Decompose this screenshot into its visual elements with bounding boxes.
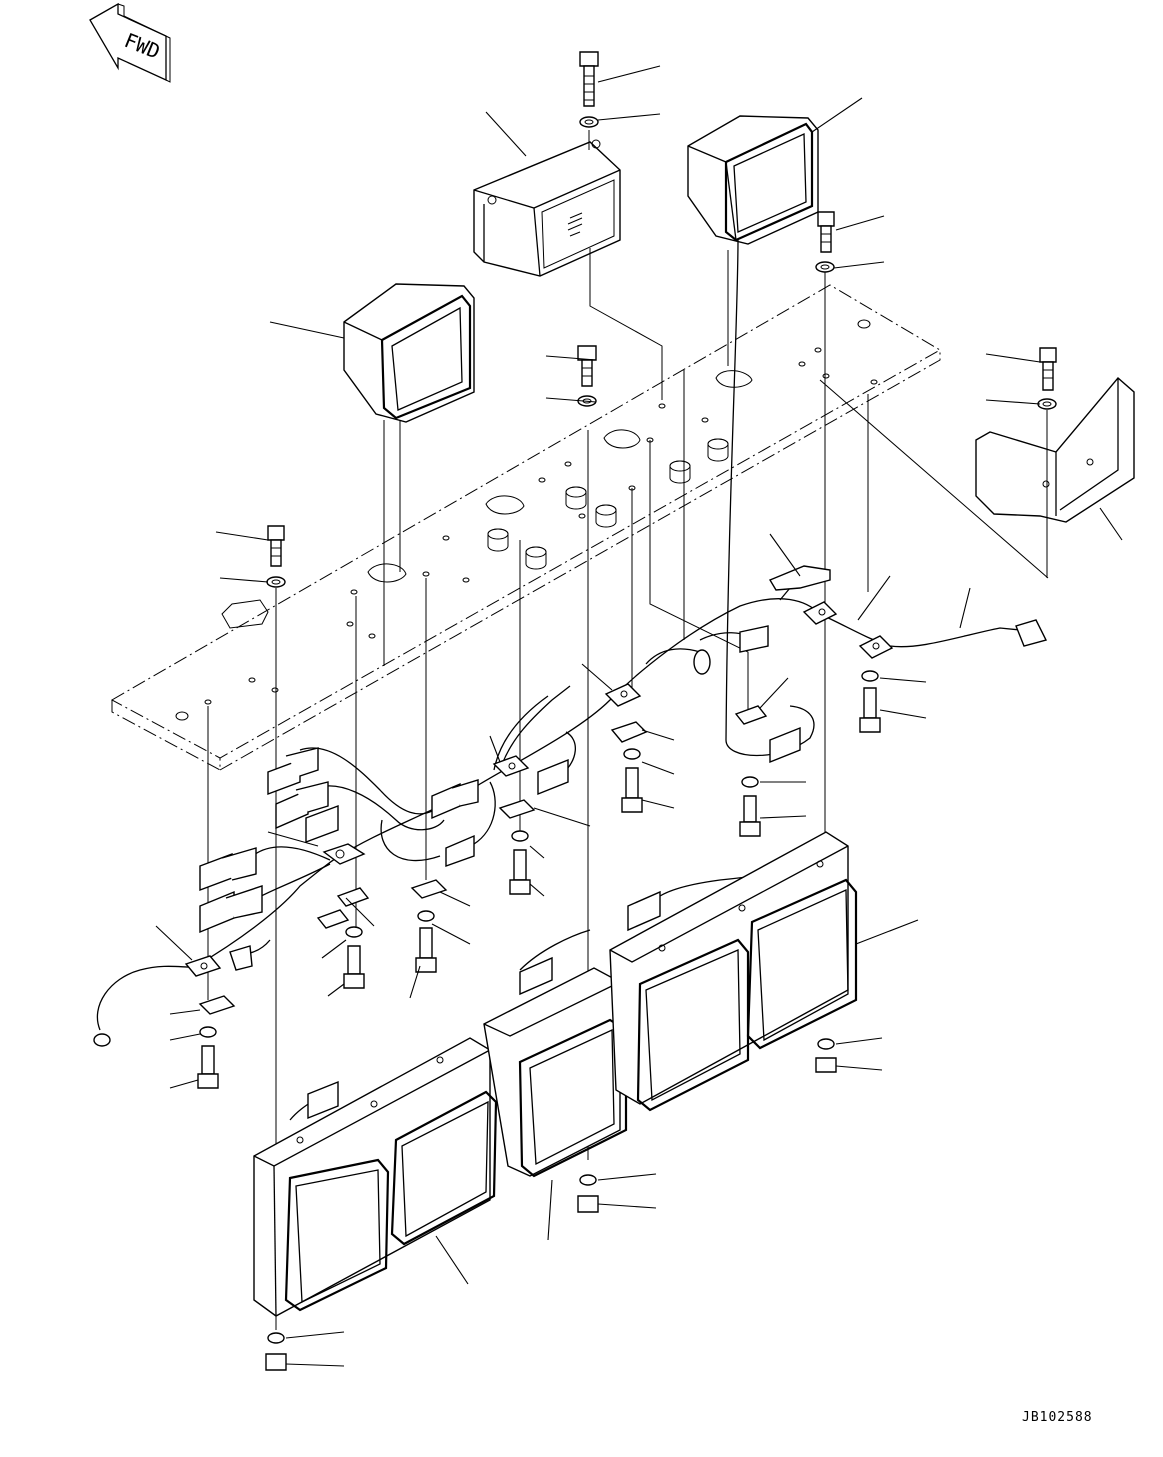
small-fasteners [197,670,881,1371]
bolt-cover [1037,347,1057,410]
drawing-id: JB102588 [1022,1410,1093,1425]
callout-leaders [155,65,1123,1367]
connectors [93,619,1048,1120]
bolt-center [577,345,597,407]
right-work-lamp [687,115,819,245]
lower-lamp-center [483,967,628,1178]
bolt-mid-right [815,211,835,273]
fwd-label: FWD [121,28,163,64]
fwd-direction-arrow: FWD [89,2,171,83]
bolt-left [266,525,286,588]
harness-clamps [184,565,894,1015]
left-work-lamp [343,283,475,423]
center-work-lamp [473,139,621,277]
mounting-plate [110,284,941,771]
lower-lamp-right [609,831,858,1112]
bolt-top [579,51,599,128]
cover-bracket [975,377,1135,523]
lower-lamp-left [253,1037,498,1317]
